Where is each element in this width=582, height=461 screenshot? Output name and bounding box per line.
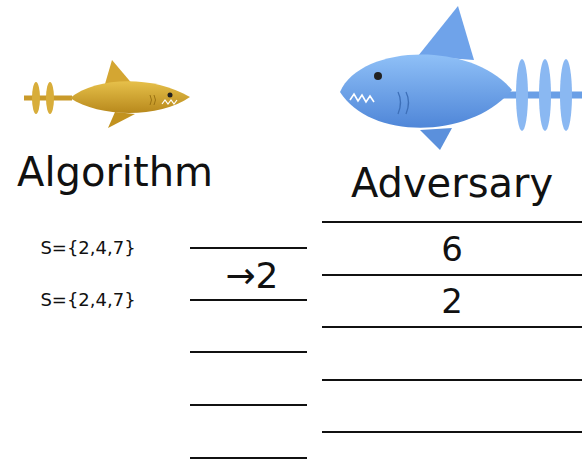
propeller-blade: [32, 82, 40, 114]
propeller-blade: [516, 59, 528, 131]
slot-line: [322, 274, 582, 276]
set-annotation: S={2,4,7}: [40, 239, 135, 257]
slot-line: [190, 351, 307, 353]
slot-line: [190, 247, 307, 249]
gills: [150, 95, 156, 105]
shark-body: [340, 55, 512, 128]
pectoral-fin: [420, 128, 452, 150]
pectoral-fin: [108, 112, 135, 128]
adversary-value: 2: [441, 284, 463, 318]
player-title: Algorithm: [17, 152, 213, 192]
shark-teeth: [350, 94, 374, 102]
adversary-slots: [322, 222, 582, 432]
set-annotation: S={2,4,7}: [40, 291, 135, 309]
slot-line: [322, 379, 582, 381]
shark-eye: [374, 72, 382, 80]
algorithm-shark: [24, 60, 190, 128]
player-title: Adversary: [351, 163, 553, 203]
gills: [398, 92, 409, 114]
adversary-shark: [340, 6, 582, 150]
query-value: →2: [225, 258, 278, 294]
shark-body: [70, 81, 190, 113]
algorithm-slots: [190, 248, 307, 458]
dorsal-fin: [418, 6, 474, 60]
slot-line: [322, 221, 582, 223]
propeller-blade: [560, 59, 572, 131]
propeller-blade: [46, 82, 54, 114]
slot-line: [322, 326, 582, 328]
propeller-blade: [539, 59, 551, 131]
slot-line: [190, 299, 307, 301]
slot-line: [190, 457, 307, 459]
slot-line: [190, 404, 307, 406]
shark-teeth: [162, 100, 177, 104]
shark-eye: [168, 93, 173, 98]
slot-line: [322, 431, 582, 433]
adversary-value: 6: [441, 232, 463, 266]
